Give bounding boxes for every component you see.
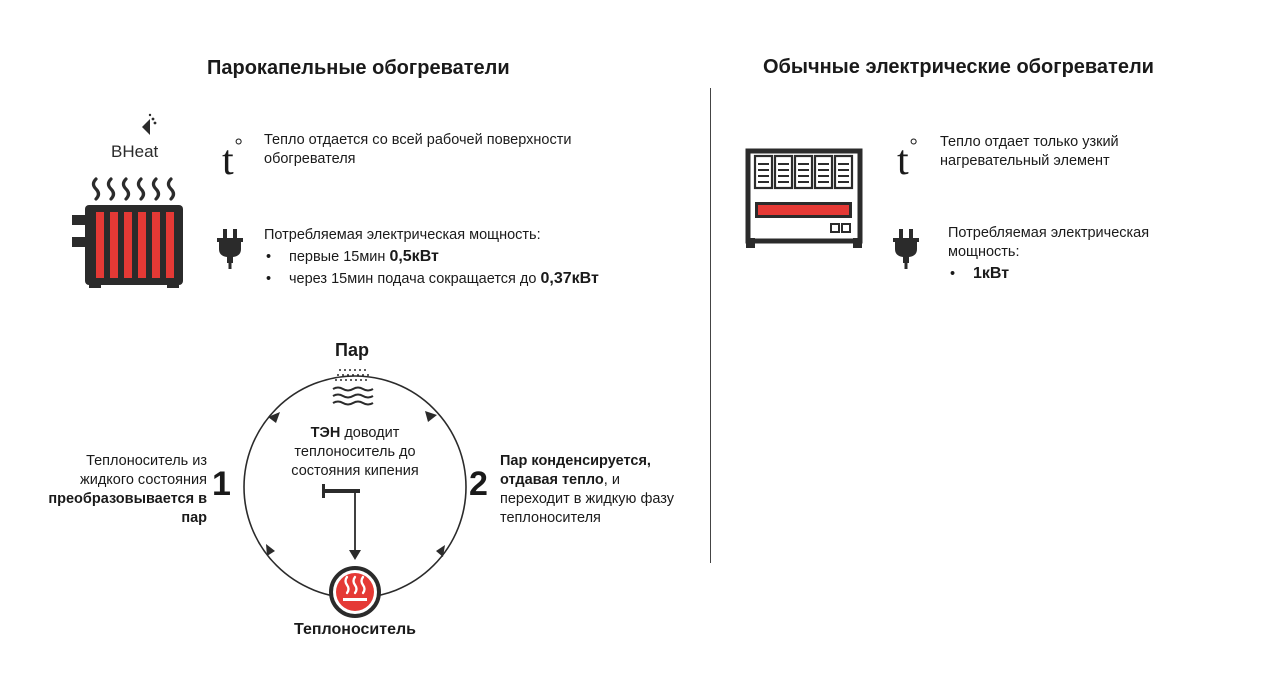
step1-text: Теплоноситель из жидкого состояния преоб… <box>36 452 207 528</box>
center-text: ТЭН доводит теплоноситель до состояния к… <box>280 424 430 481</box>
cycle-diagram <box>243 369 467 618</box>
bullet-value: 0,37кВт <box>540 270 599 287</box>
arrow-icon <box>436 545 445 557</box>
electric-heater-icon <box>745 148 863 248</box>
temperature-icon: t° <box>897 135 918 184</box>
step2-text: Пар конденсируется, отдавая тепло, и пер… <box>500 452 675 528</box>
coolant-label: Теплоноситель <box>294 621 416 638</box>
heating-element-icon <box>322 484 361 560</box>
left-power-block: Потребляемая электрическая мощность: пер… <box>264 226 599 290</box>
step2-bold: Пар конденсируется, отдавая тепло <box>500 453 651 488</box>
temperature-icon: t° <box>222 135 243 184</box>
left-power-intro: Потребляемая электрическая мощность: <box>264 227 541 243</box>
bheat-logo: BHeat <box>110 113 185 168</box>
step1-plain: Теплоноситель из жидкого состояния <box>80 453 207 488</box>
arrow-icon <box>425 411 437 422</box>
temperature-letter: t <box>222 138 234 184</box>
right-bullet-item: 1кВт <box>948 263 1188 285</box>
steam-dots-icon <box>335 369 369 381</box>
bullet-value: 0,5кВт <box>389 248 439 265</box>
plug-icon <box>217 229 243 269</box>
step1-bold: преобразовывается в пар <box>48 491 207 526</box>
left-bullet-item: через 15мин подача сокращается до 0,37кВ… <box>264 268 599 290</box>
right-heat-text: Тепло отдает только узкий нагревательный… <box>940 134 1119 169</box>
left-title: Парокапельные обогреватели <box>207 57 510 79</box>
coolant-icon <box>329 566 381 618</box>
right-power-block: Потребляемая электрическая мощность: 1кВ… <box>948 224 1188 285</box>
step-number-1: 1 <box>212 465 231 503</box>
right-power-intro: Потребляемая электрическая мощность: <box>948 225 1150 260</box>
right-title: Обычные электрические обогреватели <box>763 56 1154 78</box>
cycle-circle <box>243 375 467 599</box>
bullet-text: первые 15мин <box>289 249 390 265</box>
bullet-text: через 15мин подача сокращается до <box>289 271 541 287</box>
left-bullet-item: первые 15мин 0,5кВт <box>264 246 599 268</box>
steam-waves-icon <box>332 386 374 406</box>
steam-radiator-icon <box>72 177 183 288</box>
center-text-bold: ТЭН <box>310 425 341 441</box>
left-heat-text: Тепло отдается со всей рабочей поверхнос… <box>264 132 572 167</box>
step-number-2: 2 <box>469 465 488 503</box>
center-text-plain: доводит теплоноситель до состояния кипен… <box>291 425 419 479</box>
logo-drop-icon <box>142 113 157 135</box>
arrow-icon <box>266 544 275 556</box>
column-divider <box>710 88 711 563</box>
temperature-letter: t <box>897 138 909 184</box>
plug-icon <box>893 229 919 269</box>
arrow-icon <box>268 412 280 423</box>
steam-label: Пар <box>335 340 369 360</box>
step2-plain: , и переходит в жидкую фазу теплоносител… <box>500 472 675 526</box>
logo-text: BHeat <box>111 142 159 161</box>
bullet-value: 1кВт <box>973 265 1010 282</box>
